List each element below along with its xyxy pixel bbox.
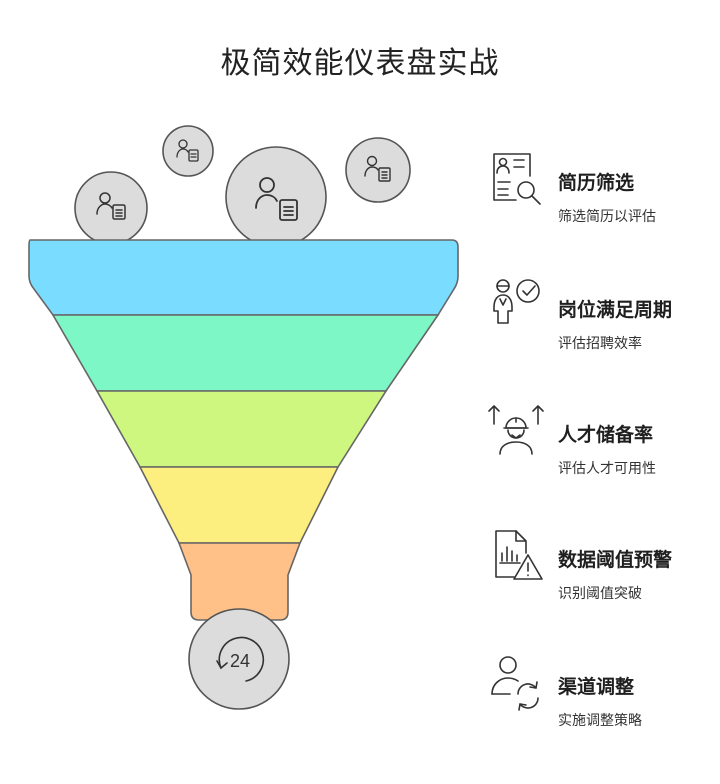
funnel-diagram: 24 [28, 125, 459, 710]
candidate-check-icon [493, 279, 540, 324]
metric-item-channel: 渠道调整 实施调整策略 [486, 654, 716, 754]
metric-desc: 识别阈值突破 [558, 586, 642, 602]
candidate-resume-icon [255, 177, 298, 221]
metric-desc: 实施调整策略 [558, 713, 642, 729]
metric-label: 岗位满足周期 [558, 299, 673, 321]
candidate-bubble-1 [74, 171, 148, 245]
candidate-bubble-2 [162, 125, 214, 177]
cycle-24-text: 24 [230, 651, 250, 671]
candidate-resume-icon [364, 155, 391, 182]
cycle-24-badge: 24 [188, 608, 290, 710]
funnel-stage-1 [28, 239, 459, 316]
candidate-resume-icon [96, 192, 126, 220]
worker-growth-icon [488, 405, 544, 455]
metric-desc: 评估招聘效率 [558, 336, 642, 352]
resume-search-icon [493, 153, 541, 205]
funnel-stage-4 [138, 466, 340, 544]
metric-item-reserve: 人才储备率 评估人才可用性 [486, 402, 716, 502]
chart-warning-icon [495, 530, 543, 580]
metric-label: 数据阈值预警 [558, 549, 673, 571]
candidate-bubble-3 [225, 146, 327, 248]
metric-item-resume: 简历筛选 筛选简历以评估 [486, 150, 716, 250]
metric-label: 人才储备率 [558, 424, 654, 446]
user-refresh-icon [491, 656, 539, 711]
metric-label: 简历筛选 [558, 172, 635, 194]
candidate-bubble-4 [345, 137, 411, 203]
funnel-stage-2 [51, 314, 440, 392]
funnel-stage-3 [95, 390, 388, 468]
metric-label: 渠道调整 [558, 676, 635, 698]
page-title: 极简效能仪表盘实战 [220, 46, 500, 81]
metric-item-cycle: 岗位满足周期 评估招聘效率 [486, 277, 716, 377]
metric-item-threshold: 数据阈值预警 识别阈值突破 [486, 527, 716, 627]
candidate-resume-icon [176, 139, 199, 162]
metric-desc: 筛选简历以评估 [558, 209, 656, 225]
funnel-stage-5 [177, 542, 302, 621]
metric-desc: 评估人才可用性 [558, 461, 656, 477]
cycle-24-icon [216, 636, 265, 682]
